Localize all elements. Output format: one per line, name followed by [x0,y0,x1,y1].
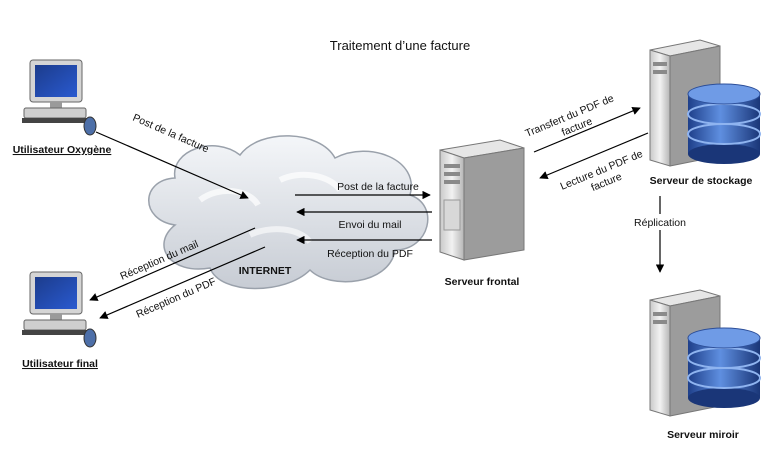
database-icon [687,83,761,164]
arrow-reception-mail [89,227,256,301]
internet-label: INTERNET [239,265,292,277]
arrow-lecture-pdf [539,132,649,179]
user-final-label: Utilisateur final [22,358,98,370]
edge-label-reception-pdf-front: Réception du PDF [327,248,413,260]
computer-icon [22,59,97,136]
arrow-post-facture-user [95,131,249,199]
edge-label-envoi-mail: Envoi du mail [338,219,401,231]
diagram-title: Traitement d’une facture [330,38,470,53]
edge-label-post-facture-user: Post de la facture [131,112,211,156]
server-icon [439,139,525,261]
arrow-transfert-pdf [533,107,641,153]
computer-icon [22,271,97,348]
replication-label-bg [628,214,692,230]
arrow-reception-pdf-user [99,246,266,319]
front-server-label: Serveur frontal [445,276,520,288]
edge-label-replication: Réplication [634,217,686,229]
mirror-server-label: Serveur miroir [667,429,739,441]
storage-server-label: Serveur de stockage [650,175,753,187]
edge-label-post-facture-front: Post de la facture [337,181,419,193]
database-icon [687,327,761,408]
user-oxygene-label: Utilisateur Oxygène [13,144,112,156]
